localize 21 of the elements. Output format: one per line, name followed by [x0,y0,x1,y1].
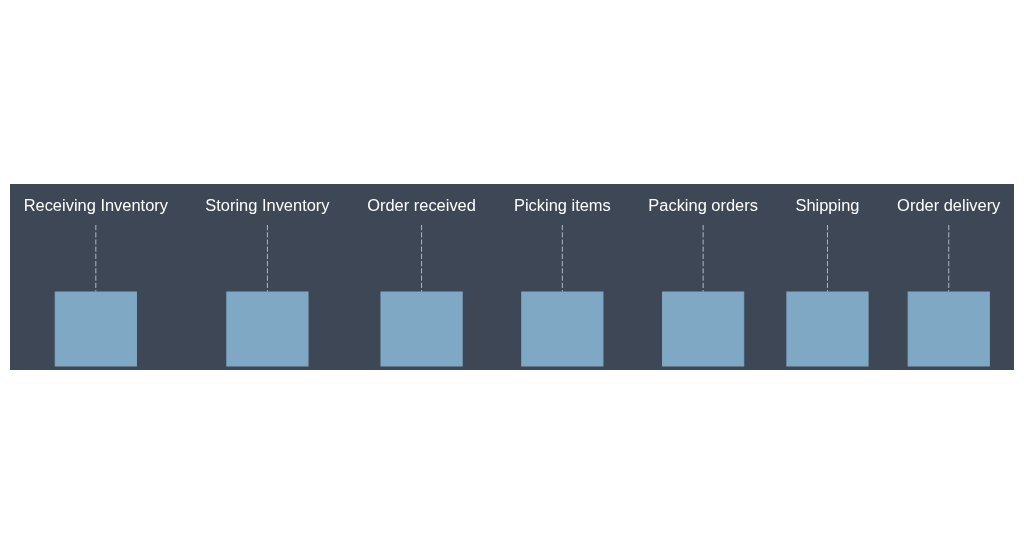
connector [266,224,268,292]
connector [561,224,563,292]
connector [95,224,97,292]
node-text: Order delivery [897,195,1001,214]
node-box [54,291,137,367]
node-text: Storing Inventory [205,195,330,214]
node-box [226,291,309,367]
node-box [380,291,463,367]
node-text: Receiving Inventory [23,195,168,214]
connector [948,224,950,292]
connector [826,224,828,292]
node-text: Order received [367,195,476,214]
node-text: Shipping [795,195,860,214]
node-box [662,291,745,367]
node-box [786,291,869,367]
node-text: Picking items [513,195,611,214]
connector [702,224,704,292]
node-text: Packing orders [648,195,758,214]
connector [421,224,423,292]
node-box [907,291,990,367]
node-box [521,291,604,367]
